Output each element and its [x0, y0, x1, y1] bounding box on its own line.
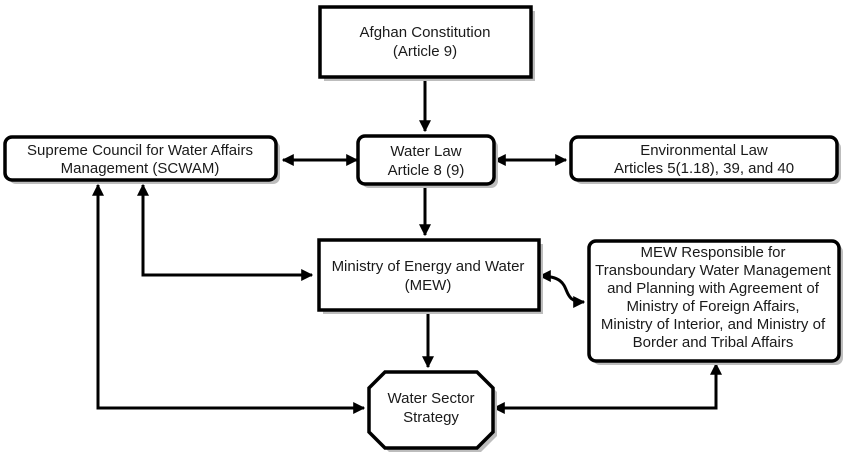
water-law-line-1: Water Law	[390, 143, 461, 160]
edges	[92, 78, 722, 414]
edge-scwam-strategy	[92, 183, 366, 414]
mew-responsible-line-6: Border and Tribal Affairs	[633, 334, 794, 351]
edge-mew-responsible	[538, 270, 586, 308]
mew-responsible-line-4: Ministry of Foreign Affairs,	[626, 298, 799, 315]
constitution-line-2: (Article 9)	[393, 43, 457, 60]
scwam-line-1: Supreme Council for Water Affairs	[27, 142, 253, 159]
strategy-line-1: Water Sector	[388, 390, 475, 407]
edge-scwam-mew	[137, 183, 314, 281]
env-law-line-2: Articles 5(1.18), 39, and 40	[614, 160, 794, 177]
constitution-box: Afghan Constitution (Article 9)	[318, 5, 535, 81]
water-law-box: Water Law Article 8 (9)	[356, 134, 498, 188]
strategy-box: Water Sector Strategy	[367, 370, 497, 452]
constitution-line-1: Afghan Constitution	[360, 24, 491, 41]
water-law-line-2: Article 8 (9)	[388, 162, 465, 179]
edge-strategy-mew-responsible	[492, 362, 722, 414]
mew-box: Ministry of Energy and Water (MEW)	[317, 238, 543, 314]
mew-line-2: (MEW)	[405, 277, 452, 294]
scwam-line-2: Management (SCWAM)	[61, 160, 220, 177]
mew-responsible-box: MEW Responsible for Transboundary Water …	[587, 239, 843, 365]
mew-responsible-line-3: and Planning with Agreement of	[607, 280, 820, 297]
mew-responsible-line-5: Ministry of Interior, and Ministry of	[601, 316, 826, 333]
env-law-box: Environmental Law Articles 5(1.18), 39, …	[569, 135, 841, 184]
mew-responsible-line-1: MEW Responsible for	[640, 244, 785, 261]
env-law-line-1: Environmental Law	[640, 142, 768, 159]
scwam-box: Supreme Council for Water Affairs Manage…	[3, 135, 280, 184]
mew-responsible-line-2: Transboundary Water Management	[595, 262, 832, 279]
mew-line-1: Ministry of Energy and Water	[332, 258, 525, 275]
strategy-line-2: Strategy	[403, 409, 459, 426]
